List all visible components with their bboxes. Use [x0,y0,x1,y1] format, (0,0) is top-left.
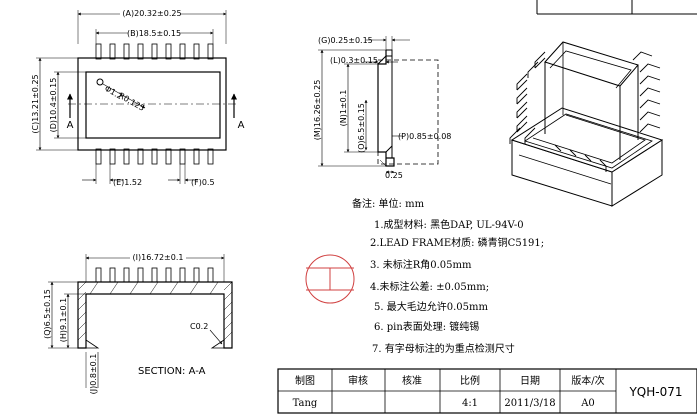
projection-symbol [305,254,355,304]
title-block: 制图 审核 核准 比例 日期 版本/次 Tang 4:1 2011/3/18 A… [277,368,697,414]
note-7: 7. 有字母标注的为重点检测尺寸 [372,342,515,355]
dim-l: (L)0.3±0.15 [330,56,378,65]
side-view: (G)0.25±0.15 (L)0.3±0.15 (M)16.26±0.25 (… [313,36,451,180]
isometric-view [509,41,664,207]
section-view: (I)16.72±0.1 (Q)6.5±0.15 (H)9.1±0.1 (J)0… [43,252,233,395]
dim-b: (B)18.5±0.15 [127,29,181,38]
dim-p: (P)0.85±0.08 [398,132,451,141]
section-title: SECTION: A-A [138,366,206,377]
chamfer-label: C0.2 [190,322,208,331]
dim-f: (F)0.5 [191,178,215,187]
dim-a: (A)20.32±0.25 [122,9,181,18]
top-view-body-outer [77,57,227,151]
note-6: 6. pin表面处理: 镀纯锡 [374,320,479,333]
tb-value-scale: 4:1 [462,398,478,409]
top-view: Φ1.2 R0.125 (A)20.32±0.25 (B)18.5±0.15 (… [31,8,245,187]
top-view-body-inner [85,71,221,139]
tb-value-revision: A0 [580,398,595,409]
dim-h: (H)9.1±0.1 [59,298,68,342]
dim-e: (E)1.52 [113,178,142,187]
top-frame-fragment [536,0,697,15]
dim-g: (G)0.25±0.15 [318,36,373,45]
dim-bottom: 0.25 [385,171,403,180]
dim-c: (C)13.21±0.25 [31,74,40,133]
note-1: 1.成型材料: 黑色DAP, UL-94V-0 [374,218,524,231]
note-3: 3. 未标注R角0.05mm [370,258,472,271]
top-view-pins-bottom [95,148,214,165]
r-label: R0.125 [117,91,146,113]
pin1-marker-circle [96,78,104,86]
note-4: 4.未标注公差: ±0.05mm; [370,280,489,293]
tb-header-approved: 核准 [402,374,422,387]
note-5: 5. 最大毛边允许0.05mm [374,300,488,313]
tb-header-checked: 审核 [348,374,368,387]
dim-m: (M)16.26±0.25 [313,80,322,141]
dim-n: (N)1±0.1 [339,90,348,127]
dim-i: (I)16.72±0.1 [133,253,184,262]
tb-header-revision: 版本/次 [571,374,604,387]
section-view-pins [95,267,214,283]
dim-j: (J)0.8±0.1 [89,354,98,395]
notes-block: 备注: 单位: mm 1.成型材料: 黑色DAP, UL-94V-0 2.LEA… [305,197,544,355]
section-mark-right: A [238,120,245,131]
tb-header-drawn: 制图 [295,374,315,387]
part-number: YQH-071 [628,385,682,399]
dim-q: (Q)6.5±0.15 [43,289,52,339]
tb-value-drawn: Tang [293,398,318,409]
tb-value-date: 2011/3/18 [504,398,555,409]
dim-d: (D)10.4±0.15 [49,78,58,133]
dim-o: (O)6.5±0.15 [357,103,366,153]
note-2: 2.LEAD FRAME材质: 磷青铜C5191; [370,236,544,249]
notes-header: 备注: 单位: mm [352,197,425,210]
tb-header-date: 日期 [520,375,540,387]
section-mark-left: A [67,120,74,131]
tb-header-scale: 比例 [460,374,480,387]
top-view-pins-top [95,43,214,60]
